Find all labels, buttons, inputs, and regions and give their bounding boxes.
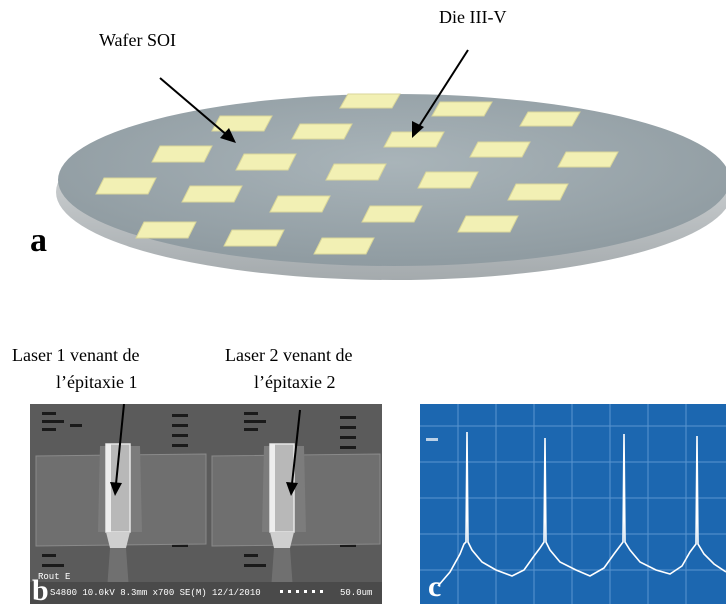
sem-image: Rout E S4800 10.0kV 8.3mm x700 SE(M) 12/… <box>30 404 382 604</box>
die <box>211 115 273 132</box>
die <box>313 237 375 255</box>
die <box>557 151 619 168</box>
laser1-label-line1: Laser 1 venant de <box>12 345 140 365</box>
annotation-arrows <box>159 49 469 143</box>
spectrum-trace <box>437 431 726 587</box>
spectrum-image: c <box>420 404 726 604</box>
wafer-diagram <box>56 49 726 280</box>
sem-drawing <box>30 404 382 604</box>
die <box>361 205 423 223</box>
die <box>339 93 401 109</box>
sem-scale-text: 50.0um <box>340 588 373 598</box>
die <box>431 101 493 117</box>
die-iiiv-label: Die III-V <box>439 7 507 27</box>
laser2-label-line2: l’épitaxie 2 <box>254 372 336 392</box>
die <box>181 185 243 203</box>
die <box>223 229 285 247</box>
die <box>235 153 297 171</box>
panel-b-letter: b <box>32 574 49 604</box>
die <box>417 171 479 189</box>
panel-c-letter: c <box>428 570 442 603</box>
die <box>507 183 569 201</box>
sem-info-text: S4800 10.0kV 8.3mm x700 SE(M) 12/1/2010 <box>50 588 261 598</box>
die <box>519 111 581 127</box>
laser2-label-line1: Laser 2 venant de <box>225 345 353 365</box>
sem-tag: Rout E <box>38 572 71 582</box>
die-array <box>95 93 619 255</box>
die <box>469 141 531 158</box>
die <box>457 215 519 233</box>
laser1-label-line2: l’épitaxie 1 <box>56 372 138 392</box>
laser1-arrow <box>115 404 125 485</box>
wafer-surface <box>58 94 726 266</box>
panel-a-letter: a <box>30 222 47 259</box>
wafer-arrowhead <box>220 128 236 143</box>
die <box>325 163 387 181</box>
spectrum-plot <box>420 404 726 604</box>
panel-a: Wafer SOI Die III-V a <box>0 0 726 300</box>
wafer-soi-label: Wafer SOI <box>99 30 177 50</box>
die-arrow <box>417 49 469 129</box>
die <box>269 195 331 213</box>
laser2-arrow <box>291 409 301 485</box>
die <box>383 131 445 148</box>
die <box>95 177 157 195</box>
die <box>291 123 353 140</box>
wafer-arrow <box>159 77 229 137</box>
die <box>151 145 213 163</box>
die-arrowhead <box>412 121 424 138</box>
die <box>135 221 197 239</box>
